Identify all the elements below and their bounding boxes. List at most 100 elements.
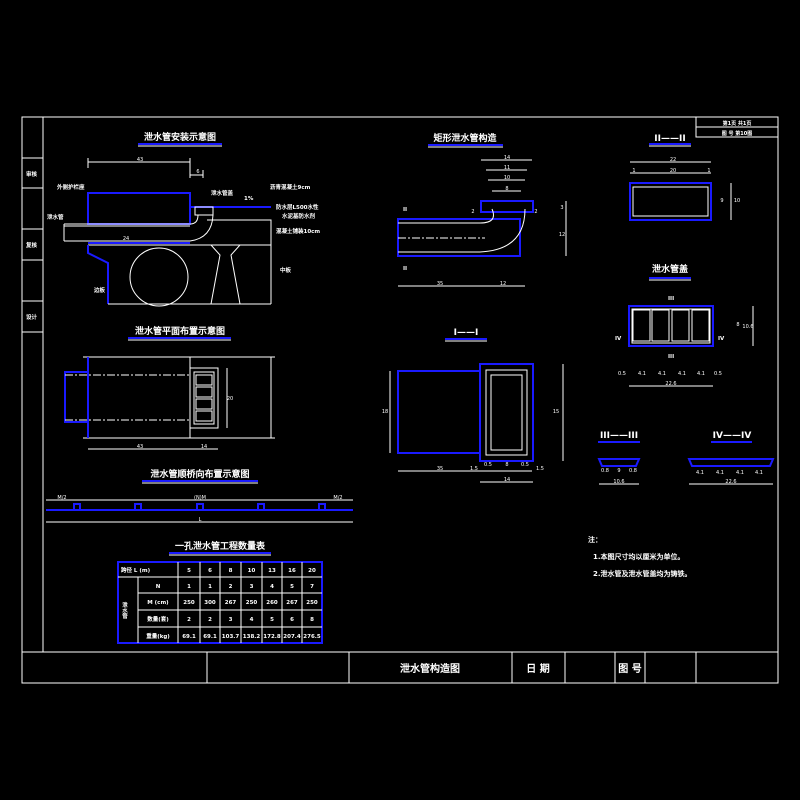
section-mark-ii-bottom: II xyxy=(403,266,407,272)
table-cell: 2 xyxy=(229,584,233,590)
dim: 35 xyxy=(437,466,443,472)
label-edge-slab: 边板 xyxy=(93,286,106,294)
table-cell: 69.1 xyxy=(182,634,196,640)
rect-pipe-view: 矩形泄水管构造 14 11 10 8 2 2 3 12 35 12 II II xyxy=(397,132,567,287)
section-mark-ii-top: II xyxy=(403,207,407,213)
section-i-view: I——I 35 1.5 0.5 8 0.5 1.5 14 18 15 xyxy=(382,328,564,483)
cover-view: 泄水管盖 III III IV IV 0.5 4.1 4.1 4.1 4.1 0… xyxy=(615,263,754,387)
table-cell: 1 xyxy=(187,584,191,590)
dim: 43 xyxy=(137,444,143,450)
dim: 1.5 xyxy=(470,466,478,472)
dim: 11 xyxy=(504,165,510,171)
dim: 2 xyxy=(471,209,474,215)
dim: 20 xyxy=(227,396,233,402)
table-cell: 4 xyxy=(250,617,254,623)
table-cell: 276.5 xyxy=(303,634,321,640)
dim: 9 xyxy=(720,198,723,204)
dim: M/2 xyxy=(57,495,66,501)
table-header-span-value: 10 xyxy=(248,568,256,574)
dim: 0.5 xyxy=(618,371,626,377)
table-cell: 5 xyxy=(290,584,294,590)
table-cell: 260 xyxy=(266,600,278,606)
label-drain-cover: 泄水管盖 xyxy=(211,189,234,197)
sidebar-label-design: 设计 xyxy=(26,313,38,321)
label-drain-pipe: 泄水管 xyxy=(47,213,64,221)
note-2: 2.泄水管及泄水管盖均为铸铁。 xyxy=(593,569,692,578)
table-cell: 5 xyxy=(270,617,274,623)
section-i-title: I——I xyxy=(454,328,479,338)
dim: 14 xyxy=(504,477,510,483)
dim: 15 xyxy=(553,409,559,415)
note-1: 1.本图尺寸均以厘米为单位。 xyxy=(593,552,685,561)
dim: L xyxy=(199,517,202,523)
dim: 20 xyxy=(670,168,676,174)
table-cell: 250 xyxy=(246,600,258,606)
table-header-span-value: 16 xyxy=(288,568,296,574)
section-ii-title: II——II xyxy=(654,134,685,144)
dim: 0.5 xyxy=(521,462,529,468)
drawing-title: 泄水管构造图 xyxy=(400,662,460,675)
table-cell: 250 xyxy=(183,600,195,606)
table-cell: 250 xyxy=(306,600,318,606)
sheet-border xyxy=(21,116,779,684)
table-cell: 8 xyxy=(310,617,314,623)
plan-view-title: 泄水管平面布置示意图 xyxy=(135,325,225,337)
table-header-span-value: 13 xyxy=(268,568,276,574)
install-view: 泄水管安装示意图 43 6 24 外侧护栏座 泄水管 泄水管盖 1% 沥青混凝土… xyxy=(47,131,320,307)
dim: 4.1 xyxy=(716,470,724,476)
layout-view-title: 泄水管顺桥向布置示意图 xyxy=(150,468,249,480)
table-cell: 7 xyxy=(310,584,314,590)
table-cell: 103.7 xyxy=(222,634,240,640)
table-cell: 207.4 xyxy=(283,634,301,640)
table-header-span: 跨径 L (m) xyxy=(121,566,151,574)
section-mark-iv-left: IV xyxy=(615,336,622,342)
table-cell: 172.8 xyxy=(263,634,281,640)
date-label: 日 期 xyxy=(526,662,549,675)
cover-title: 泄水管盖 xyxy=(652,263,688,275)
dim: 4.1 xyxy=(696,470,704,476)
dim: 0.8 xyxy=(629,468,637,474)
section-mark-iv-right: IV xyxy=(718,336,725,342)
label-asphalt: 沥青混凝土9cm xyxy=(270,183,311,191)
section-mark-iii-bottom: III xyxy=(668,354,674,360)
section-mark-iii-top: III xyxy=(668,296,674,302)
page-count: 第1页 共1页 xyxy=(723,120,752,127)
table-header-span-value: 5 xyxy=(187,568,191,574)
table-title: 一孔泄水管工程数量表 xyxy=(175,540,266,552)
dim-24: 24 xyxy=(123,236,129,242)
sidebar-label-check: 复核 xyxy=(25,241,38,249)
dim: (N)M xyxy=(194,495,206,501)
label-barrier-seat: 外侧护栏座 xyxy=(57,183,85,191)
dim: 4.1 xyxy=(697,371,705,377)
dim: 10 xyxy=(504,175,510,181)
table-cell: 4 xyxy=(270,584,274,590)
dim-6: 6 xyxy=(196,169,199,175)
dim: 0.5 xyxy=(484,462,492,468)
table-cell: 1 xyxy=(208,584,212,590)
dim: 22.6 xyxy=(725,479,736,485)
dim: 10.6 xyxy=(742,324,753,330)
table-header-span-value: 20 xyxy=(308,568,316,574)
table-cell: 267 xyxy=(225,600,237,606)
table-cell: 3 xyxy=(250,584,254,590)
table-cell: 2 xyxy=(208,617,212,623)
table-row-label: 数量(套) xyxy=(147,615,169,623)
dim: 9 xyxy=(617,468,620,474)
table-cell: 3 xyxy=(229,617,233,623)
section-ii-view: II——II 22 20 1 1 9 10 xyxy=(629,134,740,221)
dim: 10.6 xyxy=(613,479,624,485)
dim: 0.8 xyxy=(601,468,609,474)
table-row-label: M (cm) xyxy=(147,600,169,606)
dim: 18 xyxy=(382,409,388,415)
dim: 1 xyxy=(632,168,635,174)
rect-pipe-title: 矩形泄水管构造 xyxy=(432,132,497,144)
table-header-span-value: 6 xyxy=(208,568,212,574)
dim: 22.6 xyxy=(665,381,676,387)
dim: 14 xyxy=(201,444,207,450)
drawing-number-label: 图 号 xyxy=(618,663,641,675)
dim: 1 xyxy=(707,168,710,174)
table-cell: 2 xyxy=(187,617,191,623)
dim: 8 xyxy=(505,186,508,192)
dim: 4.1 xyxy=(755,470,763,476)
